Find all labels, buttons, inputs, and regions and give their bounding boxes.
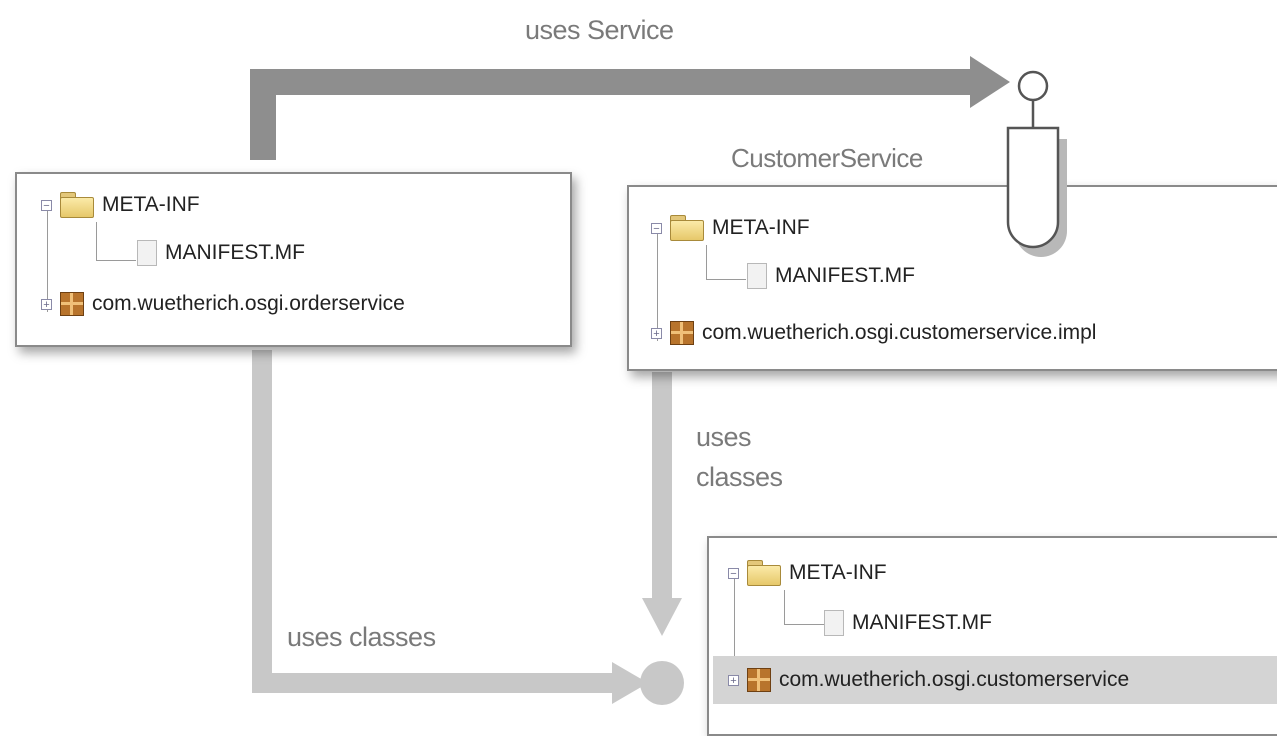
tree-connector bbox=[47, 208, 48, 312]
uses-classes-arrow-bottom bbox=[252, 350, 615, 693]
customerservice-bundle: − META-INF MANIFEST.MF + com.wuetherich.… bbox=[707, 536, 1277, 736]
tree-connector bbox=[706, 279, 746, 280]
uses-service-label: uses Service bbox=[525, 15, 674, 45]
tree-row-package-selected[interactable]: + com.wuetherich.osgi.customerservice bbox=[713, 656, 1277, 704]
customer-service-label: CustomerService bbox=[731, 143, 923, 173]
file-icon bbox=[824, 610, 844, 636]
tree-connector bbox=[657, 231, 658, 341]
expand-toggle[interactable]: + bbox=[728, 674, 739, 686]
expand-toggle[interactable]: + bbox=[41, 298, 52, 310]
tree-row-meta-inf[interactable]: − META-INF bbox=[728, 560, 887, 586]
tree-row-package[interactable]: + com.wuetherich.osgi.orderservice bbox=[41, 292, 405, 316]
folder-icon bbox=[60, 192, 94, 218]
collapse-toggle[interactable]: − bbox=[41, 199, 52, 211]
tree-connector bbox=[96, 260, 136, 261]
package-icon bbox=[747, 668, 771, 692]
tree-connector bbox=[734, 576, 735, 688]
package-icon bbox=[60, 292, 84, 316]
service-symbol bbox=[1006, 70, 1067, 257]
file-label: MANIFEST.MF bbox=[775, 264, 915, 287]
customerservice-connection-point bbox=[640, 661, 684, 705]
file-label: MANIFEST.MF bbox=[852, 611, 992, 634]
uses-classes-arrowhead-bottom bbox=[612, 662, 648, 704]
tree-connector bbox=[96, 222, 97, 260]
tree-row-meta-inf[interactable]: − META-INF bbox=[41, 192, 200, 218]
expand-toggle[interactable]: + bbox=[651, 327, 662, 339]
file-icon bbox=[747, 263, 767, 289]
uses-classes-bottom-label: uses classes bbox=[287, 622, 436, 652]
tree-connector bbox=[784, 624, 824, 625]
uses-service-arrow bbox=[250, 69, 972, 160]
file-label: MANIFEST.MF bbox=[165, 241, 305, 264]
tree-connector bbox=[706, 245, 707, 279]
tree-row-manifest[interactable]: MANIFEST.MF bbox=[824, 610, 992, 636]
collapse-toggle[interactable]: − bbox=[728, 567, 739, 579]
uses-classes-arrowhead-vertical bbox=[642, 598, 682, 636]
service-body bbox=[1006, 126, 1060, 249]
uses-service-arrowhead bbox=[970, 56, 1010, 108]
folder-label: META-INF bbox=[789, 561, 887, 584]
tree-row-manifest[interactable]: MANIFEST.MF bbox=[747, 263, 915, 289]
package-label: com.wuetherich.osgi.orderservice bbox=[92, 292, 405, 315]
file-icon bbox=[137, 240, 157, 266]
tree-row-package[interactable]: + com.wuetherich.osgi.customerservice.im… bbox=[651, 321, 1096, 345]
orderservice-bundle: − META-INF MANIFEST.MF + com.wuetherich.… bbox=[15, 172, 572, 347]
folder-label: META-INF bbox=[712, 216, 810, 239]
tree-row-manifest[interactable]: MANIFEST.MF bbox=[137, 240, 305, 266]
package-icon bbox=[670, 321, 694, 345]
uses-classes-vertical-label-line2: classes bbox=[696, 462, 783, 492]
customerservice-impl-bundle: − META-INF MANIFEST.MF + com.wuetherich.… bbox=[627, 185, 1277, 371]
tree-connector bbox=[784, 590, 785, 624]
folder-icon bbox=[670, 215, 704, 241]
collapse-toggle[interactable]: − bbox=[651, 222, 662, 234]
uses-classes-vertical-label-line1: uses bbox=[696, 422, 752, 452]
tree-row-meta-inf[interactable]: − META-INF bbox=[651, 215, 810, 241]
package-label: com.wuetherich.osgi.customerservice bbox=[779, 668, 1130, 691]
service-interface-circle bbox=[1017, 70, 1049, 102]
folder-icon bbox=[747, 560, 781, 586]
folder-label: META-INF bbox=[102, 193, 200, 216]
package-label: com.wuetherich.osgi.customerservice.impl bbox=[702, 321, 1097, 344]
